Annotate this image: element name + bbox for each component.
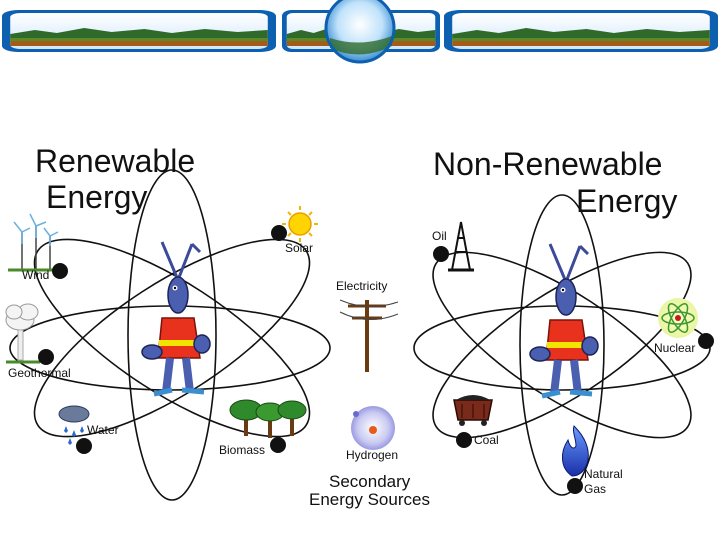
orbit-vertical — [519, 194, 605, 496]
coal-source: Coal — [453, 395, 499, 448]
sun-icon — [282, 206, 318, 242]
coal-node — [456, 432, 472, 448]
geothermal-label: Geothermal — [8, 366, 71, 380]
oil-label: Oil — [432, 229, 447, 243]
nonrenewable-atom — [413, 194, 711, 496]
gas-label-line2: Gas — [584, 482, 606, 496]
power-pole-icon — [339, 299, 399, 372]
rain-cloud-icon — [58, 405, 90, 445]
hydrogen-atom-icon — [351, 406, 395, 450]
orbit-tilted-up — [33, 238, 311, 438]
secondary-title-line2: Energy Sources — [309, 490, 430, 509]
water-label: Water — [87, 423, 119, 437]
hydrogen-source: Hydrogen — [346, 406, 398, 462]
nonrenewable-title-line1: Non-Renewable — [433, 146, 662, 182]
energy-mascot — [142, 242, 210, 394]
orbit-vertical — [127, 169, 217, 501]
water-source: Water — [58, 405, 119, 454]
orbit-tilted-down — [33, 238, 311, 438]
orbit-tilted-up — [432, 251, 692, 439]
electricity-label: Electricity — [336, 279, 387, 293]
biomass-source: Biomass — [219, 399, 307, 457]
nonrenewable-title-line2: Energy — [576, 183, 677, 219]
oil-source: Oil — [432, 221, 474, 272]
globe-icon — [324, 0, 396, 64]
trees-icon — [229, 399, 307, 438]
renewable-title-line2: Energy — [46, 179, 147, 215]
nuclear-source: Nuclear — [654, 298, 714, 355]
biomass-label: Biomass — [219, 443, 265, 457]
geothermal-node — [38, 349, 54, 365]
water-node — [76, 438, 92, 454]
nuclear-label: Nuclear — [654, 341, 695, 355]
renewable-atom — [9, 169, 331, 501]
solar-label: Solar — [285, 241, 313, 255]
solar-node — [271, 225, 287, 241]
wind-label: Wind — [22, 268, 49, 282]
solar-source: Solar — [271, 206, 318, 255]
flame-icon — [562, 425, 589, 477]
hydrogen-label: Hydrogen — [346, 448, 398, 462]
atom-icon — [658, 298, 698, 338]
gas-source: Natural Gas — [562, 425, 623, 496]
gas-label-line1: Natural — [584, 467, 623, 481]
nuclear-node — [698, 333, 714, 349]
biomass-node — [270, 437, 286, 453]
energy-mascot — [530, 244, 598, 396]
secondary-title-line1: Secondary — [329, 472, 411, 491]
oil-node — [433, 246, 449, 262]
coal-car-icon — [453, 395, 493, 426]
gas-node — [567, 478, 583, 494]
landscape-banner — [2, 0, 718, 64]
orbit-tilted-down — [432, 251, 692, 439]
oil-derrick-icon — [448, 221, 474, 272]
electricity-source: Electricity — [336, 279, 399, 372]
wind-source: Wind — [8, 213, 68, 282]
coal-label: Coal — [474, 433, 499, 447]
renewable-title-line1: Renewable — [35, 143, 195, 179]
geyser-icon — [5, 303, 40, 364]
wind-turbine-icon — [8, 213, 64, 272]
geothermal-source: Geothermal — [5, 303, 71, 380]
wind-node — [52, 263, 68, 279]
